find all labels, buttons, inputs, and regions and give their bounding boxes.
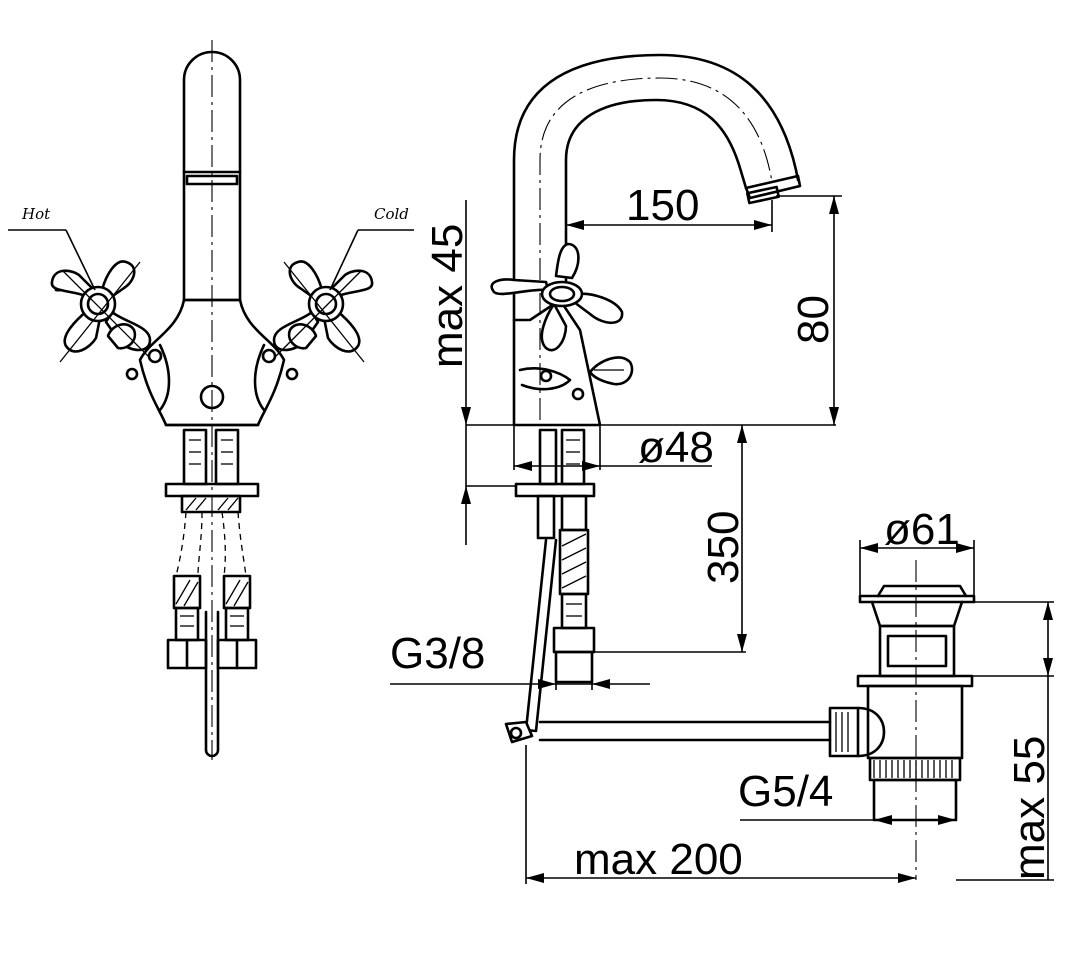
cold-label-leader: Cold (329, 205, 414, 291)
side-view: 150 80 max 45 ø48 (390, 53, 1054, 884)
front-view: Hot Cold (8, 40, 414, 760)
side-spout (512, 53, 802, 427)
front-spout-column (182, 50, 242, 302)
dim-spout-reach-text: 150 (626, 181, 699, 230)
dim-waste-thread: G5/4 (738, 767, 956, 825)
dim-hose-length-text: 350 (699, 511, 748, 584)
side-stems (514, 428, 596, 684)
front-cold-handle (261, 260, 374, 381)
cold-label: Cold (374, 205, 409, 223)
dim-rod-length-text: max 200 (574, 835, 743, 884)
dim-hose-thread-text: G3/8 (390, 629, 485, 678)
dim-handle-max: max 45 (423, 200, 836, 545)
dim-base-diameter: ø48 (513, 423, 714, 472)
side-popup-rod (504, 538, 886, 758)
dim-waste-height-text: max 55 (1005, 736, 1054, 880)
hot-label: Hot (21, 205, 51, 223)
dim-waste-height: max 55 (956, 601, 1054, 881)
dim-handle-max-text: max 45 (423, 224, 472, 368)
front-stems (164, 428, 260, 514)
front-popup-rod (204, 610, 220, 758)
dim-waste-diameter: ø61 (859, 505, 975, 596)
hot-label-leader: Hot (8, 205, 96, 291)
dim-waste-diameter-text: ø61 (884, 505, 960, 554)
front-hose-ends (166, 574, 258, 670)
waste-assembly (856, 560, 976, 880)
dim-rod-length: max 200 (525, 745, 916, 884)
front-hoses (175, 511, 247, 577)
front-body (138, 298, 286, 427)
dim-hose-length: 350 (594, 425, 748, 653)
dim-spout-height: 80 (776, 195, 842, 425)
dim-hose-thread: G3/8 (390, 629, 650, 690)
dim-spout-height-text: 80 (789, 295, 838, 344)
side-handle (490, 242, 634, 386)
dim-waste-thread-text: G5/4 (738, 767, 833, 816)
dim-base-diameter-text: ø48 (638, 423, 714, 472)
front-hot-handle (50, 260, 163, 381)
dim-spout-reach: 150 (566, 181, 773, 232)
